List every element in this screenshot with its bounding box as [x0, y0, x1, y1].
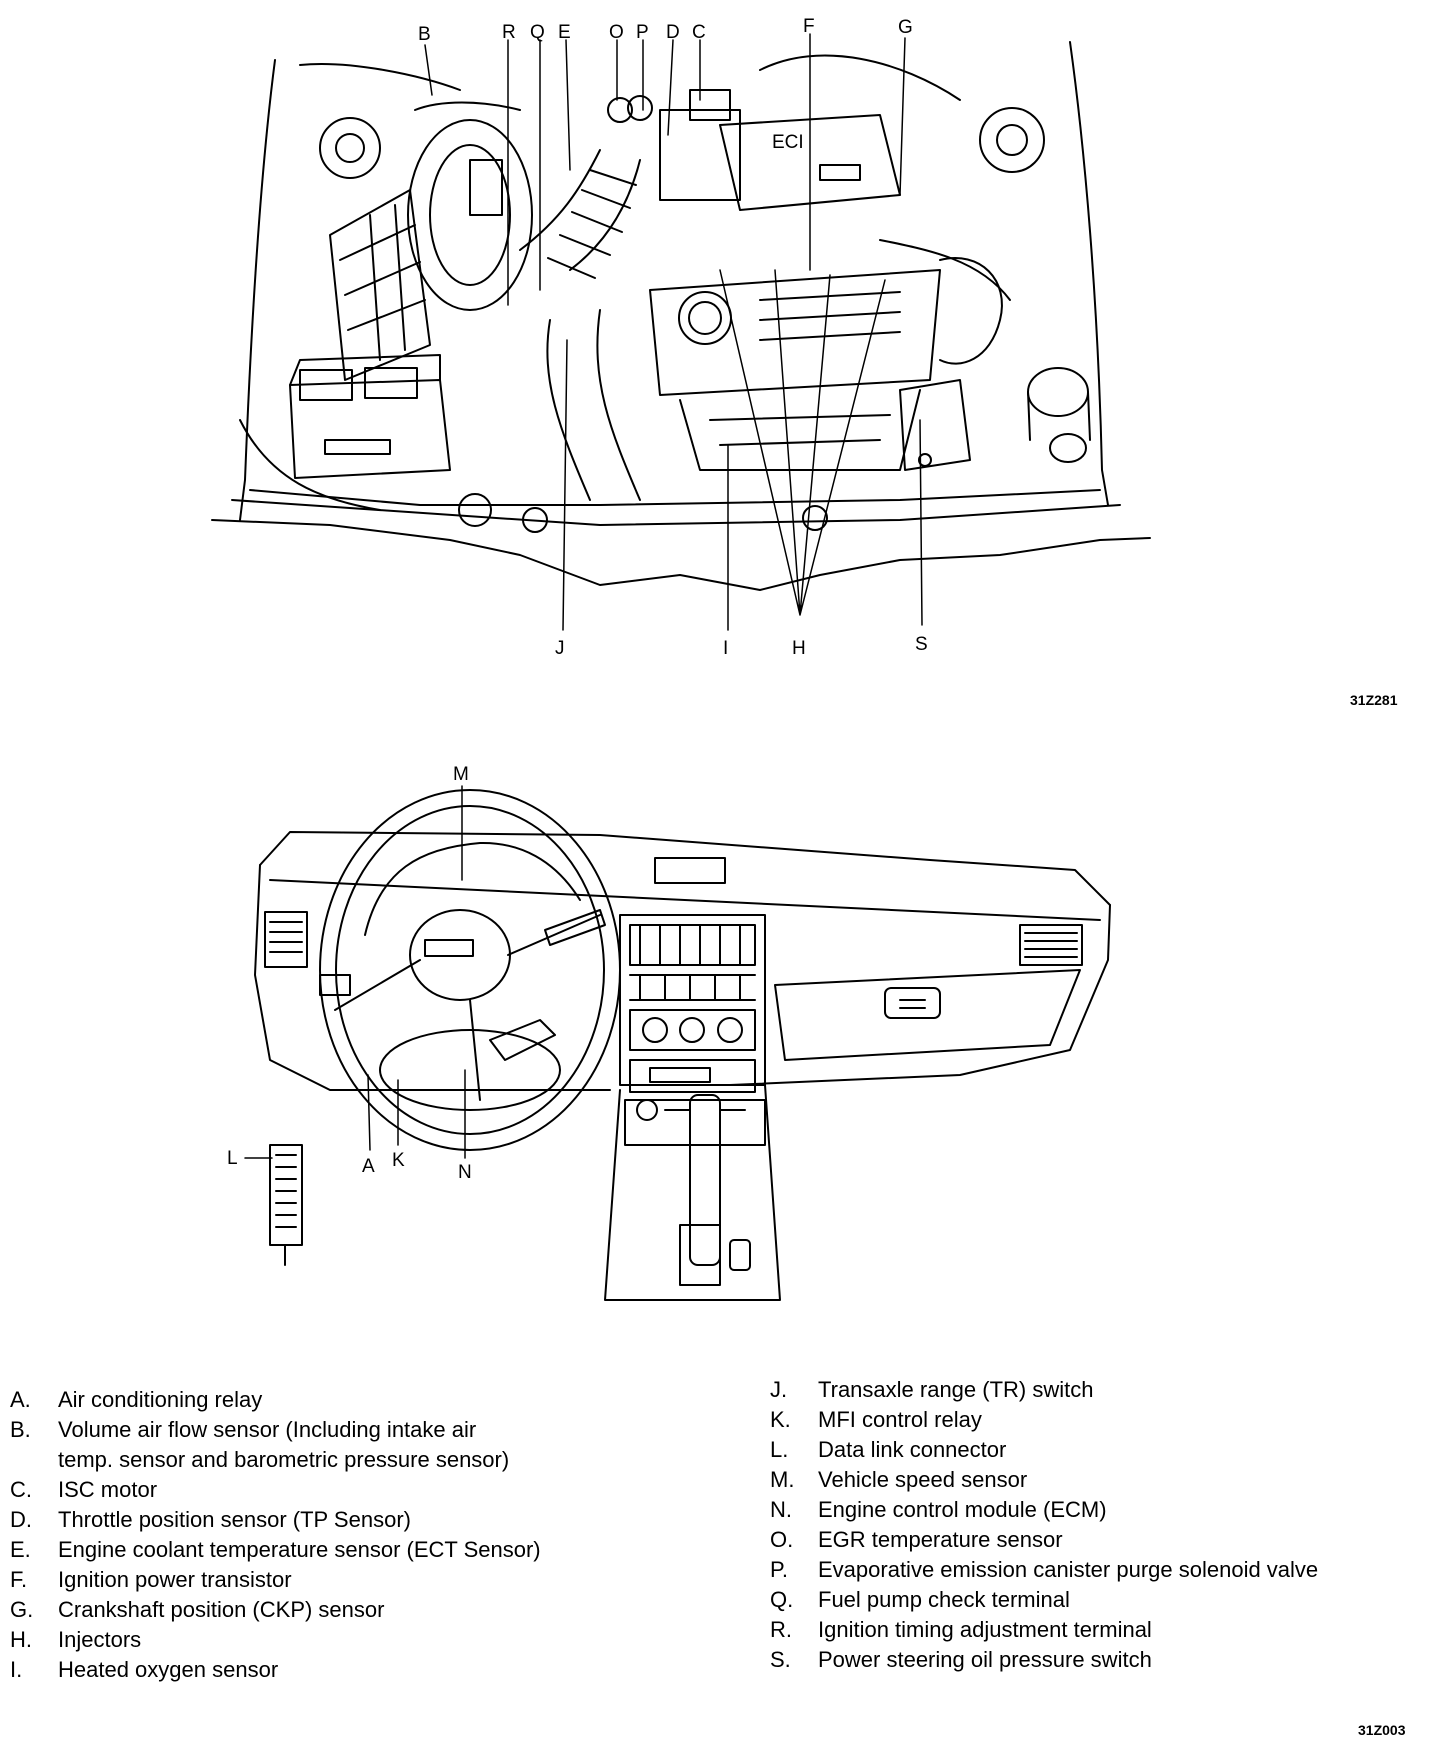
- legend-item-l: L.Data link connector: [770, 1437, 1007, 1462]
- callout-r: R: [502, 22, 516, 43]
- battery: [289, 354, 451, 479]
- legend-item-o: O.EGR temperature sensor: [770, 1527, 1063, 1552]
- dash-leader-lines: [244, 785, 466, 1159]
- svg-text:ECI: ECI: [772, 132, 804, 153]
- callout-k: K: [392, 1150, 405, 1171]
- dash-callouts: M L A K N: [227, 764, 472, 1183]
- legend-item-n: N.Engine control module (ECM): [770, 1497, 1107, 1522]
- console-shifter: [604, 1084, 781, 1301]
- right-vent: [1019, 924, 1083, 966]
- hazard-switch: [654, 857, 726, 884]
- callout-g: G: [898, 17, 913, 38]
- left-vent: [264, 911, 308, 968]
- engine-figure-code: 31Z281: [1350, 692, 1398, 708]
- legend-item-a: A.Air conditioning relay: [10, 1387, 263, 1412]
- legend-item-r: R.Ignition timing adjustment terminal: [770, 1617, 1152, 1642]
- right-side-components: [899, 257, 1003, 471]
- legend-item-f: F.Ignition power transistor: [10, 1567, 292, 1592]
- engine-leader-lines: [424, 33, 923, 631]
- callout-o: O: [609, 22, 624, 43]
- throttle-body: [607, 89, 741, 201]
- legend-item-s: S.Power steering oil pressure switch: [770, 1647, 1152, 1672]
- intake-duct: [519, 149, 641, 279]
- legend-item-p: P.Evaporative emission canister purge so…: [770, 1557, 1319, 1582]
- glove-box: [774, 969, 1081, 1061]
- callout-h: H: [792, 638, 806, 659]
- callout-j: J: [555, 638, 565, 659]
- fuse-box: [329, 189, 431, 381]
- callout-a: A: [362, 1156, 375, 1177]
- callout-c: C: [692, 22, 706, 43]
- center-stack: [619, 914, 766, 1093]
- legend-item-m: M.Vehicle speed sensor: [770, 1467, 1028, 1492]
- callout-f: F: [803, 16, 815, 37]
- steering-wheel: [319, 789, 621, 1151]
- callout-l: L: [227, 1148, 238, 1169]
- callout-s: S: [915, 634, 928, 655]
- dashboard-drawing: [254, 789, 1111, 1301]
- legend-item-e: E.Engine coolant temperature sensor (ECT…: [10, 1537, 541, 1562]
- legend-figure-code: 31Z003: [1358, 1722, 1406, 1738]
- callout-i: I: [723, 638, 728, 659]
- legend-item-j: J.Transaxle range (TR) switch: [770, 1377, 1094, 1402]
- left-strut-tower: [319, 117, 381, 179]
- legend-right: J.Transaxle range (TR) switch K.MFI cont…: [770, 1375, 1318, 1675]
- callout-d: D: [666, 22, 680, 43]
- air-cleaner: [407, 101, 533, 311]
- callout-m: M: [453, 764, 469, 785]
- legend-item-i: I.Heated oxygen sensor: [10, 1657, 279, 1682]
- callout-n: N: [458, 1162, 472, 1183]
- reservoir: [1027, 367, 1091, 463]
- engine-callouts: B R Q E O P D C F G J I H S: [418, 16, 928, 659]
- legend-item-g: G.Crankshaft position (CKP) sensor: [10, 1597, 385, 1622]
- right-strut-tower: [979, 107, 1045, 173]
- engine-compartment-drawing: ECI: [211, 41, 1151, 591]
- legend-item-b: B.Volume air flow sensor (Including inta…: [10, 1417, 477, 1442]
- data-link-connector: [269, 1144, 303, 1266]
- callout-p: P: [636, 22, 649, 43]
- engine-block: [649, 269, 941, 471]
- legend-item-k: K.MFI control relay: [770, 1407, 982, 1432]
- legend-item-b-continued: temp. sensor and barometric pressure sen…: [58, 1447, 510, 1472]
- callout-b: B: [418, 24, 431, 45]
- legend-item-c: C.ISC motor: [10, 1477, 158, 1502]
- legend-item-d: D.Throttle position sensor (TP Sensor): [10, 1507, 411, 1532]
- legend-left: A.Air conditioning relay B.Volume air fl…: [10, 1385, 541, 1685]
- legend-item-h: H.Injectors: [10, 1627, 142, 1652]
- legend-item-q: Q.Fuel pump check terminal: [770, 1587, 1070, 1612]
- callout-q: Q: [530, 22, 545, 43]
- callout-e: E: [558, 22, 571, 43]
